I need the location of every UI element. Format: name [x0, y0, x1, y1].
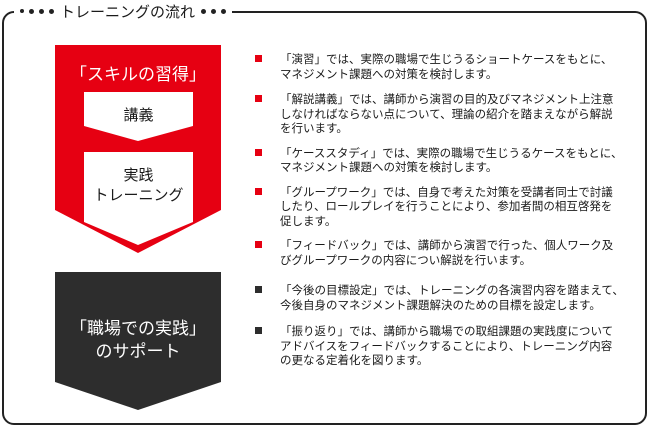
dark-square-bullet-icon	[255, 327, 262, 334]
list-item: 「演習」では、実際の職場で生じうるショートケースをもとに、 マネジメント課題への…	[255, 52, 630, 81]
support-title-line1: 「職場での実践」	[70, 319, 206, 339]
list-item: 「グループワーク」では、自身で考えた対策を受講者同士で討議 したり、ロールプレイ…	[255, 185, 630, 229]
support-item-list: 「今後の目標設定」では、トレーニングの各演習内容を踏まえて、 今後自身のマネジメ…	[255, 283, 630, 368]
skill-title: 「スキルの習得」	[70, 65, 206, 85]
section-title: トレーニングの流れ	[60, 2, 196, 21]
red-square-bullet-icon	[255, 148, 262, 156]
step-lecture: 講義	[84, 105, 193, 125]
step-practice-line1: 実践	[123, 166, 154, 184]
skill-item-list: 「演習」では、実際の職場で生じうるショートケースをもとに、 マネジメント課題への…	[255, 52, 630, 267]
outer-frame	[2, 11, 647, 425]
section-header: トレーニングの流れ	[14, 0, 233, 22]
list-item: 「ケーススタディ」では、実際の職場で生じうるケースをもとに、 マネジメント課題へ…	[255, 146, 630, 175]
dark-square-bullet-icon	[255, 286, 262, 293]
list-item: 「解説講義」では、講師から演習の目的及びマネジメント上注意 しなければならない点…	[255, 92, 630, 136]
support-title: 「職場での実践」 のサポート	[58, 318, 218, 364]
red-square-bullet-icon	[255, 187, 262, 195]
support-arrow-shape	[55, 272, 221, 410]
red-square-bullet-icon	[255, 95, 262, 102]
support-title-line2: のサポート	[95, 342, 181, 362]
list-item: 「今後の目標設定」では、トレーニングの各演習内容を踏まえて、 今後自身のマネジメ…	[255, 283, 630, 312]
step-practice: 実践 トレーニング	[84, 165, 193, 205]
list-item: 「フィードバック」では、講師から演習で行った、個人ワーク及 びグループワークの内…	[255, 238, 630, 267]
dots-decoration-right	[201, 8, 227, 14]
list-item: 「振り返り」では、講師から職場での取組課題の実践度について アドバイスをフィード…	[255, 324, 630, 368]
step-practice-line2: トレーニング	[93, 186, 184, 204]
dots-decoration-left	[20, 8, 54, 14]
red-square-bullet-icon	[255, 55, 262, 62]
red-square-bullet-icon	[255, 241, 262, 248]
